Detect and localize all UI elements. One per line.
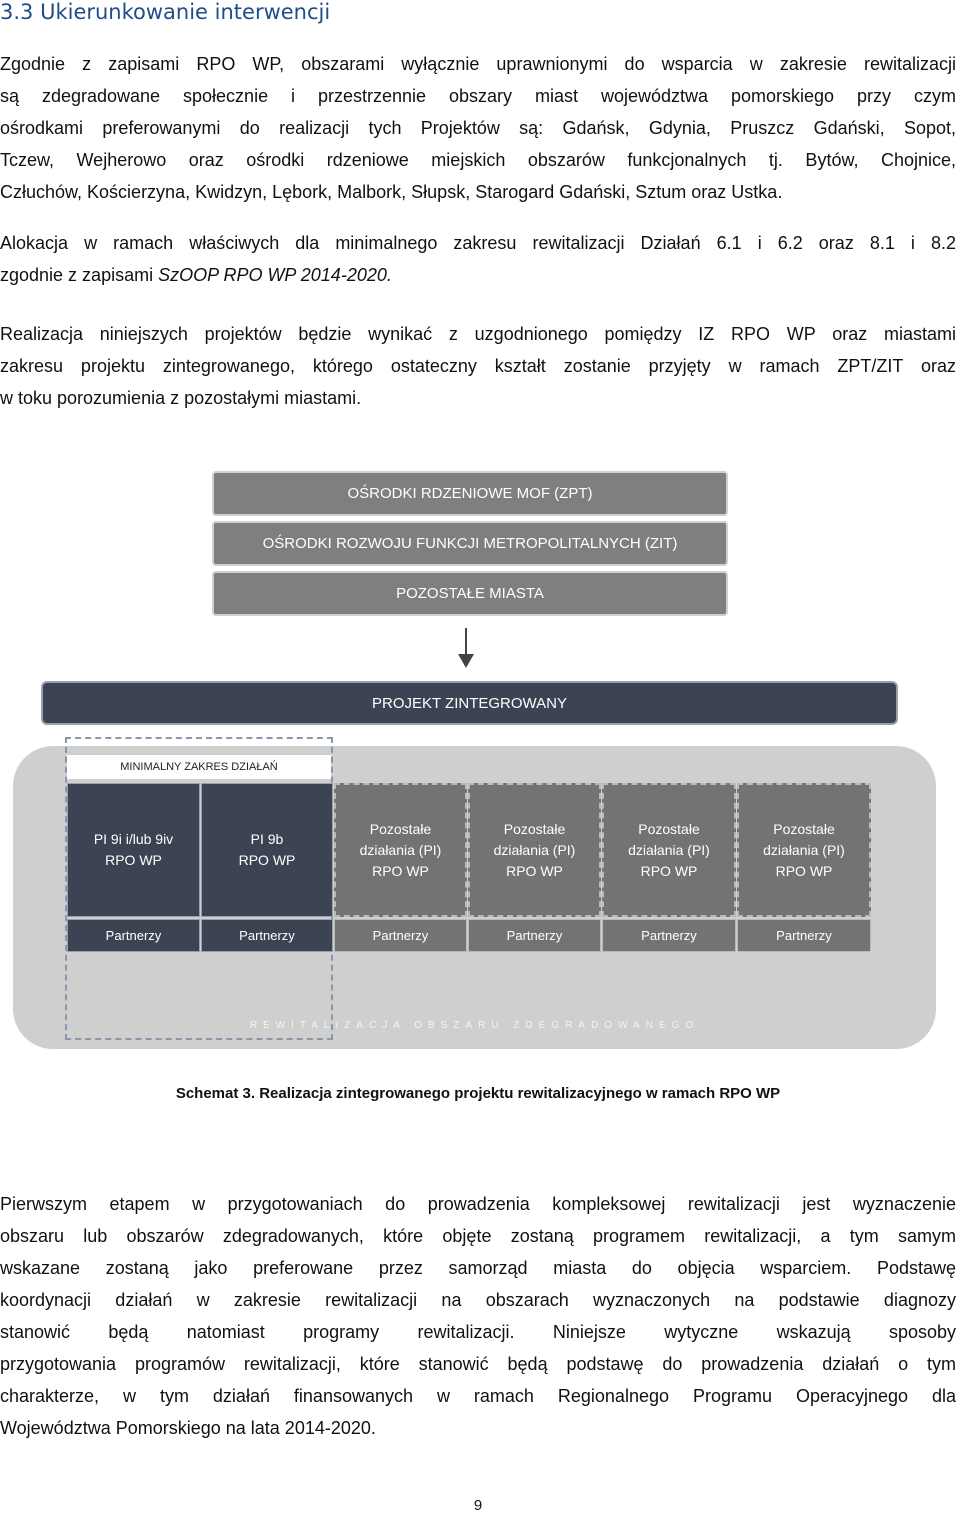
cell-text: Pozostałe (638, 820, 700, 837)
cell-text: RPO WP (238, 852, 296, 868)
text-line: Województwa Pomorskiego na lata 2014-202… (0, 1418, 376, 1438)
text-line: zakresu projektu zintegrowanego, którego… (0, 356, 956, 376)
diagram-cell-other-actions: Pozostałe działania (PI) RPO WP (602, 783, 736, 917)
cell-text: Pozostałe (369, 820, 432, 837)
text-line: Człuchów, Kościerzyna, Kwidzyn, Lębork, … (0, 182, 783, 202)
diagram-cell-other-actions: Pozostałe działania (PI) RPO WP (334, 783, 467, 917)
text-line: obszaru lub obszarów zdegradowanych, któ… (0, 1226, 956, 1246)
arrow-down-icon (465, 628, 467, 658)
paragraph-allocation: Alokacja w ramach właściwych dla minimal… (0, 227, 956, 291)
diagram-cell-partners: Partnerzy (67, 919, 200, 952)
cell-text: RPO WP (506, 862, 563, 879)
diagram-cell-partners: Partnerzy (737, 919, 871, 952)
diagram-cell-pi9b: PI 9b RPO WP (201, 783, 333, 917)
cell-text: PI 9i i/lub 9iv (93, 831, 174, 847)
text-line: są zdegradowane społecznie i przestrzenn… (0, 86, 956, 106)
minimum-scope-label: MINIMALNY ZAKRES DZIAŁAŃ (67, 755, 331, 779)
text-line: charakterze, w tym działań finansowanych… (0, 1386, 956, 1406)
text-line: ośrodkami preferowanymi do realizacji ty… (0, 118, 956, 138)
cell-text: działania (PI) (359, 841, 442, 858)
diagram-cell-partners: Partnerzy (468, 919, 601, 952)
cell-text: RPO WP (372, 862, 429, 879)
text-line: Tczew, Wejherowo oraz ośrodki rdzeniowe … (0, 150, 956, 170)
diagram-cell-partners: Partnerzy (602, 919, 736, 952)
diagram-cell-partners: Partnerzy (334, 919, 467, 952)
text-line: wskazane zostaną jako preferowane przez … (0, 1258, 956, 1278)
text-line: w toku porozumienia z pozostałymi miasta… (0, 388, 362, 408)
text-line: Zgodnie z zapisami RPO WP, obszarami wył… (0, 54, 956, 74)
diagram-bar-zpt: OŚRODKI RDZENIOWE MOF (ZPT) (212, 471, 728, 516)
paragraph-first-stage: Pierwszym etapem w przygotowaniach do pr… (0, 1188, 956, 1444)
cell-text: Pozostałe (503, 820, 566, 837)
diagram-cell-other-actions: Pozostałe działania (PI) RPO WP (468, 783, 601, 917)
cell-text: RPO WP (640, 862, 698, 879)
text-line: przygotowania programów rewitalizacji, k… (0, 1354, 956, 1374)
text-line: koordynacji działań w zakresie rewitaliz… (0, 1290, 956, 1310)
text-line: Alokacja w ramach właściwych dla minimal… (0, 233, 956, 253)
text-line: zgodnie z zapisami SzOOP RPO WP 2014-202… (0, 259, 956, 291)
section-heading: 3.3 Ukierunkowanie interwencji (0, 0, 331, 24)
diagram-bar-zit: OŚRODKI ROZWOJU FUNKCJI METROPOLITALNYCH… (212, 521, 728, 566)
arrow-head-icon (458, 654, 474, 668)
text-line: Realizacja niniejszych projektów będzie … (0, 324, 956, 344)
paragraph-eligibility: Zgodnie z zapisami RPO WP, obszarami wył… (0, 48, 956, 208)
diagram-cell-other-actions: Pozostałe działania (PI) RPO WP (737, 783, 871, 917)
text-line: Pierwszym etapem w przygotowaniach do pr… (0, 1194, 956, 1214)
cell-text: działania (PI) (493, 841, 576, 858)
diagram-cell-partners: Partnerzy (201, 919, 333, 952)
cell-text: działania (PI) (628, 841, 710, 858)
diagram-bar-other-cities: POZOSTAŁE MIASTA (212, 571, 728, 616)
page-number: 9 (473, 1497, 483, 1514)
diagram-footer-label: REWITALIZACJA OBSZARU ZDEGRADOWANEGO (249, 1020, 700, 1031)
cell-text: PI 9b (250, 831, 284, 847)
cell-text: Pozostałe (773, 820, 835, 837)
cell-text: działania (PI) (763, 841, 845, 858)
diagram-bar-integrated-project: PROJEKT ZINTEGROWANY (41, 681, 898, 725)
text-fragment: zgodnie z zapisami (0, 265, 159, 285)
document-reference: SzOOP RPO WP 2014-2020. (158, 265, 392, 285)
paragraph-implementation: Realizacja niniejszych projektów będzie … (0, 318, 956, 414)
cell-text: RPO WP (105, 852, 162, 868)
figure-caption: Schemat 3. Realizacja zintegrowanego pro… (175, 1085, 781, 1102)
cell-text: RPO WP (775, 862, 833, 879)
text-line: stanowić będą natomiast programy rewital… (0, 1322, 956, 1342)
